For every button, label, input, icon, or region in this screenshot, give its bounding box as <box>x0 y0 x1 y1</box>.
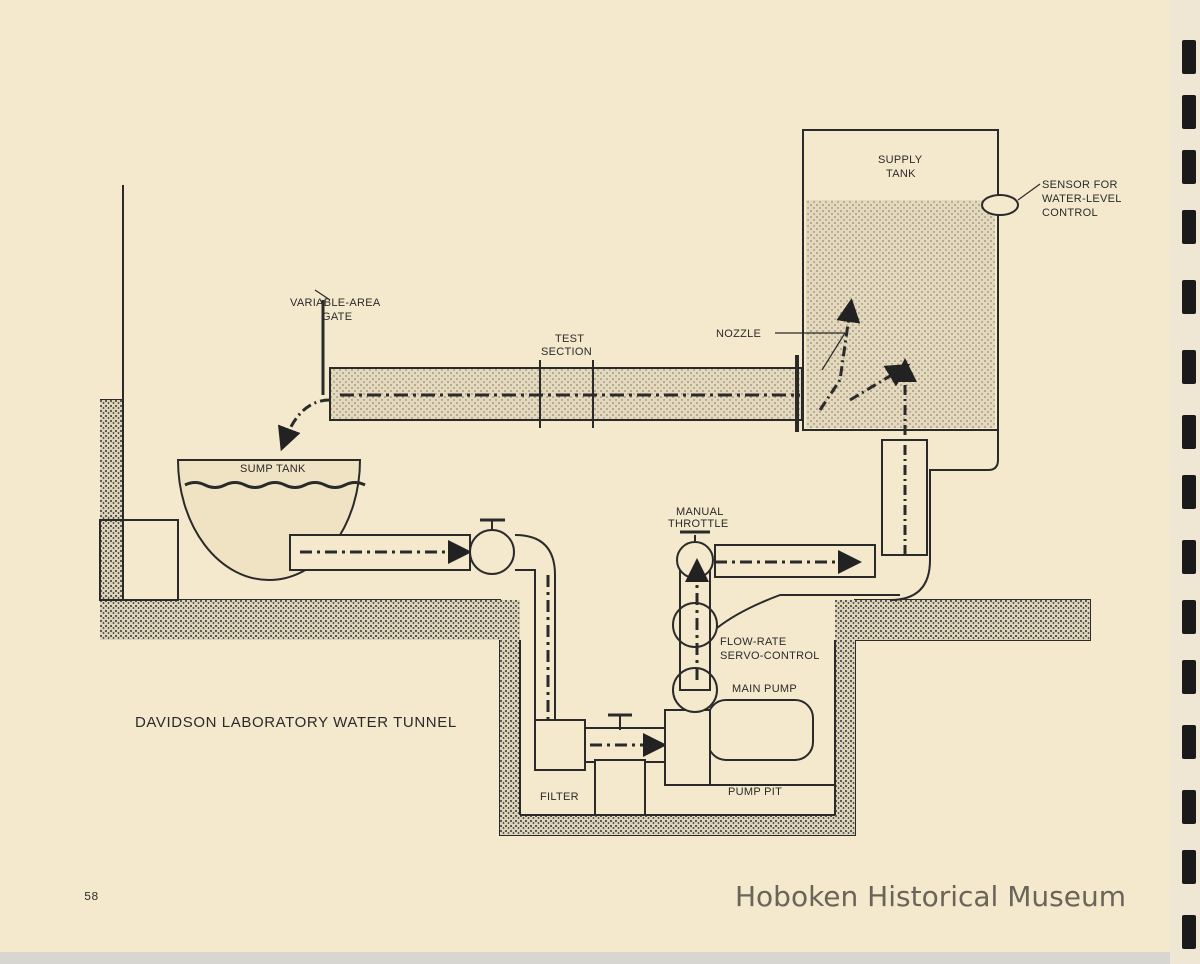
watermark: Hoboken Historical Museum <box>735 880 1126 913</box>
spiral-binding <box>1170 0 1200 964</box>
diagram-title: DAVIDSON LABORATORY WATER TUNNEL <box>135 714 457 731</box>
label-pump-pit: PUMP PIT <box>728 786 782 798</box>
valve-1 <box>469 529 515 575</box>
label-supply-tank-2: TANK <box>886 168 916 180</box>
label-throttle-2: THROTTLE <box>668 518 728 530</box>
label-gate: VARIABLE-AREA <box>290 297 381 309</box>
label-servo: FLOW-RATE <box>720 636 786 648</box>
label-sensor-3: CONTROL <box>1042 207 1098 219</box>
label-throttle: MANUAL <box>676 506 724 518</box>
label-servo-2: SERVO-CONTROL <box>720 650 820 662</box>
manual-throttle <box>676 541 714 579</box>
label-sump-tank: SUMP TANK <box>240 463 306 475</box>
label-sensor: SENSOR FOR <box>1042 179 1118 191</box>
label-filter: FILTER <box>540 791 579 803</box>
water-level-sensor <box>981 194 1019 216</box>
label-nozzle: NOZZLE <box>716 328 761 340</box>
filter <box>594 759 646 816</box>
label-sensor-2: WATER-LEVEL <box>1042 193 1122 205</box>
main-pump <box>707 699 814 761</box>
page-number: 58 <box>84 890 99 904</box>
label-supply-tank: SUPPLY <box>878 154 923 166</box>
servo-valve <box>672 602 718 648</box>
labels: SUPPLY TANK SENSOR FOR WATER-LEVEL CONTR… <box>135 154 1122 803</box>
label-test-section: TEST <box>555 333 584 345</box>
label-test-section-2: SECTION <box>541 346 592 358</box>
label-gate-2: GATE <box>322 311 352 323</box>
label-main-pump: MAIN PUMP <box>732 683 797 695</box>
